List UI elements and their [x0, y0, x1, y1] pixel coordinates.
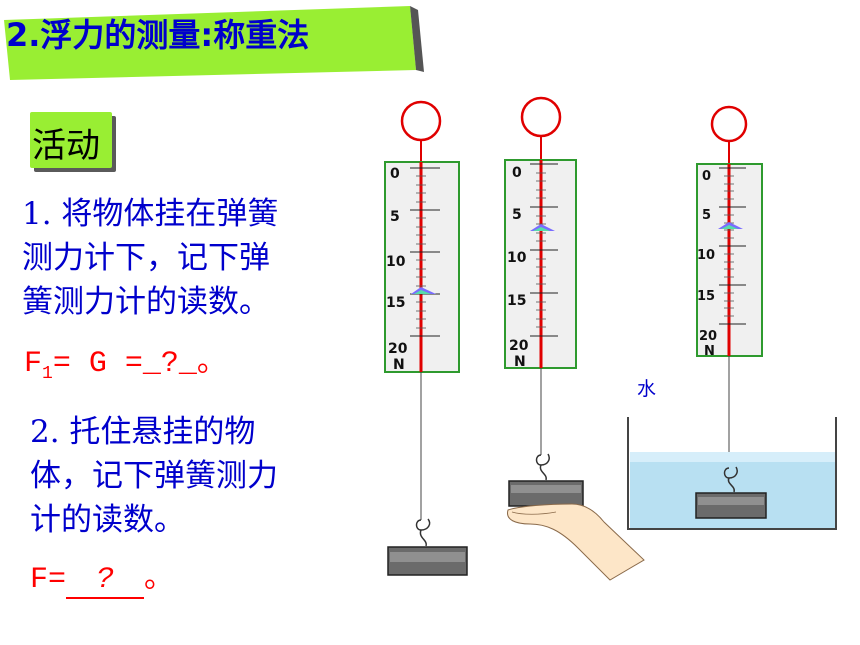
step1-text: 1. 将物体挂在弹簧 测力计下，记下弹 簧测力计的读数。 — [22, 192, 278, 324]
step1-formula-rest: = G =_?_。 — [52, 347, 227, 381]
water-container — [627, 417, 837, 530]
step2-line-2: 体，记下弹簧测力 — [30, 458, 278, 494]
spring-scale-hanging: 0 5 10 15 20 N — [384, 100, 468, 576]
scale1-unit: N — [393, 357, 405, 373]
page-title: 2.浮力的测量:称重法 — [6, 16, 310, 54]
water-label: 水 — [637, 378, 657, 400]
scale3-tick-0: 0 — [702, 169, 711, 184]
title-banner-shadow — [410, 6, 424, 72]
title-banner — [4, 6, 416, 80]
scale2-tick-10: 10 — [507, 250, 527, 266]
scale1-tick-20: 20 — [388, 341, 408, 357]
weight-block-submerged — [695, 492, 767, 519]
scale3-tick-10: 10 — [697, 248, 715, 263]
scale2-tick-0: 0 — [512, 165, 522, 181]
supporting-hand — [507, 503, 645, 581]
scale2-tick-5: 5 — [512, 207, 522, 223]
step1-formula: F1= G =_?_。 — [24, 336, 227, 384]
scale1-tick-10: 10 — [386, 254, 406, 270]
step2-formula-end: 。 — [144, 563, 175, 597]
scale1-tick-5: 5 — [390, 209, 400, 225]
step2-line-1: 2. 托住悬挂的物 — [30, 414, 256, 450]
scale3-tick-15: 15 — [697, 289, 715, 304]
step2-formula-prefix: F= — [30, 563, 67, 597]
step1-formula-subscript: 1 — [42, 364, 53, 384]
scale2-unit: N — [514, 354, 526, 370]
spring-scale-in-water: 0 5 10 15 20 N — [627, 105, 837, 530]
step2-line-3: 计的读数。 — [30, 502, 185, 538]
scale2-tick-15: 15 — [507, 293, 526, 309]
weight-block-supported — [508, 480, 584, 507]
step2-formula-blank: ? — [66, 563, 145, 599]
step2-text: 2. 托住悬挂的物 体，记下弹簧测力 计的读数。 — [30, 410, 278, 542]
spring-scale-supported: 0 5 10 15 20 N — [504, 96, 645, 581]
step1-line-3: 簧测力计的读数。 — [22, 284, 270, 320]
scale1-tick-15: 15 — [386, 295, 405, 311]
activity-label: 活动 — [32, 126, 100, 166]
scale1-tick-0: 0 — [390, 166, 400, 182]
step1-formula-prefix: F — [24, 347, 43, 381]
step2-formula: F=?。 — [30, 552, 174, 599]
activity-badge: 活动 — [30, 112, 112, 168]
scale3-unit: N — [704, 344, 715, 359]
scale3-tick-5: 5 — [702, 208, 711, 223]
step1-line-2: 测力计下，记下弹 — [22, 240, 270, 276]
scale2-tick-20: 20 — [509, 338, 529, 354]
step1-line-1: 1. 将物体挂在弹簧 — [22, 196, 279, 232]
scale3-tick-20: 20 — [699, 329, 717, 344]
